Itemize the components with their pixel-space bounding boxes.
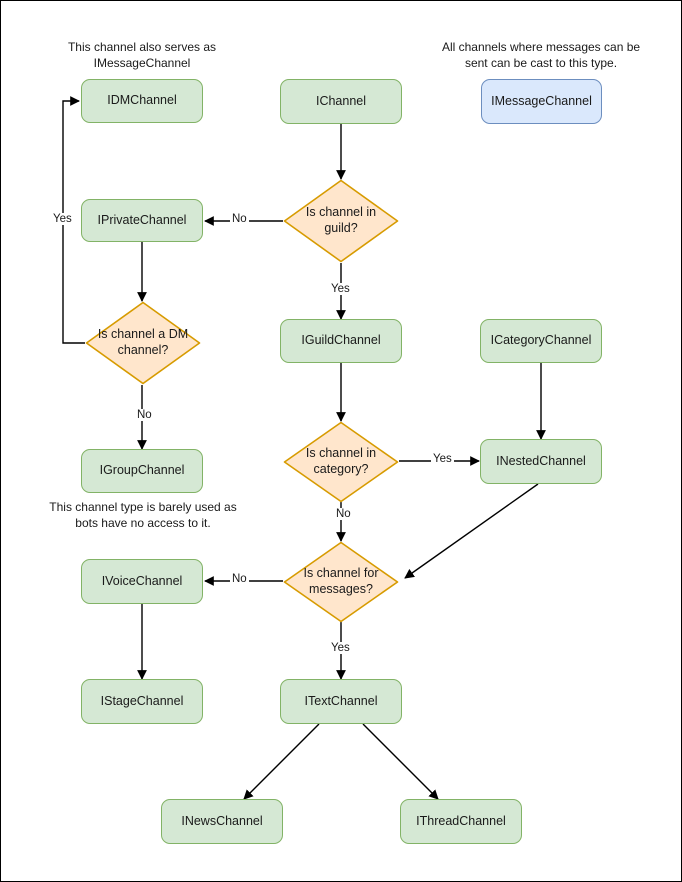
edge-label-dm-no: No [135, 409, 154, 421]
node-label: Is channel in guild? [305, 205, 377, 235]
node-iguildchannel[interactable]: IGuildChannel [280, 319, 402, 363]
edge-label-dm-yes: Yes [51, 213, 74, 225]
note-dm-channel: This channel also serves as IMessageChan… [67, 40, 217, 71]
edge-label-guild-yes: Yes [329, 283, 352, 295]
node-icategorychannel[interactable]: ICategoryChannel [480, 319, 602, 363]
edge-text-news [243, 723, 320, 800]
diamond-shape [85, 301, 201, 385]
node-label: Is channel in category? [305, 446, 377, 476]
edge-text-thread [362, 723, 439, 800]
node-ichannel[interactable]: IChannel [280, 79, 402, 124]
diamond-shape [283, 541, 399, 623]
node-is-channel-a-dm-channel[interactable]: Is channel a DM channel? [85, 301, 201, 385]
node-istagechannel[interactable]: IStageChannel [81, 679, 203, 724]
node-is-channel-in-category[interactable]: Is channel in category? [283, 421, 399, 503]
node-iprivatechannel[interactable]: IPrivateChannel [81, 199, 203, 242]
node-ivoicechannel[interactable]: IVoiceChannel [81, 559, 203, 604]
edge-label-guild-no: No [230, 213, 249, 225]
node-is-channel-in-guild[interactable]: Is channel in guild? [283, 179, 399, 263]
node-itextchannel[interactable]: ITextChannel [280, 679, 402, 724]
note-message-channel: All channels where messages can be sent … [441, 40, 641, 71]
edge-inested-messages [404, 483, 539, 579]
node-idmchannel[interactable]: IDMChannel [81, 79, 203, 123]
diamond-shape [283, 421, 399, 503]
node-imessagechannel[interactable]: IMessageChannel [481, 79, 602, 124]
node-is-channel-for-messages[interactable]: Is channel for messages? [283, 541, 399, 623]
node-inewschannel[interactable]: INewsChannel [161, 799, 283, 844]
node-label: Is channel for messages? [303, 566, 379, 596]
diamond-shape [283, 179, 399, 263]
edge-label-category-yes: Yes [431, 453, 454, 465]
note-group-channel: This channel type is barely used as bots… [49, 500, 237, 531]
node-inestedchannel[interactable]: INestedChannel [480, 439, 602, 484]
node-ithreadchannel[interactable]: IThreadChannel [400, 799, 522, 844]
edge-label-messages-yes: Yes [329, 642, 352, 654]
node-label: Is channel a DM channel? [97, 327, 189, 357]
node-igroupchannel[interactable]: IGroupChannel [81, 449, 203, 493]
edge-label-messages-no: No [230, 573, 249, 585]
edge-label-category-no: No [334, 508, 353, 520]
